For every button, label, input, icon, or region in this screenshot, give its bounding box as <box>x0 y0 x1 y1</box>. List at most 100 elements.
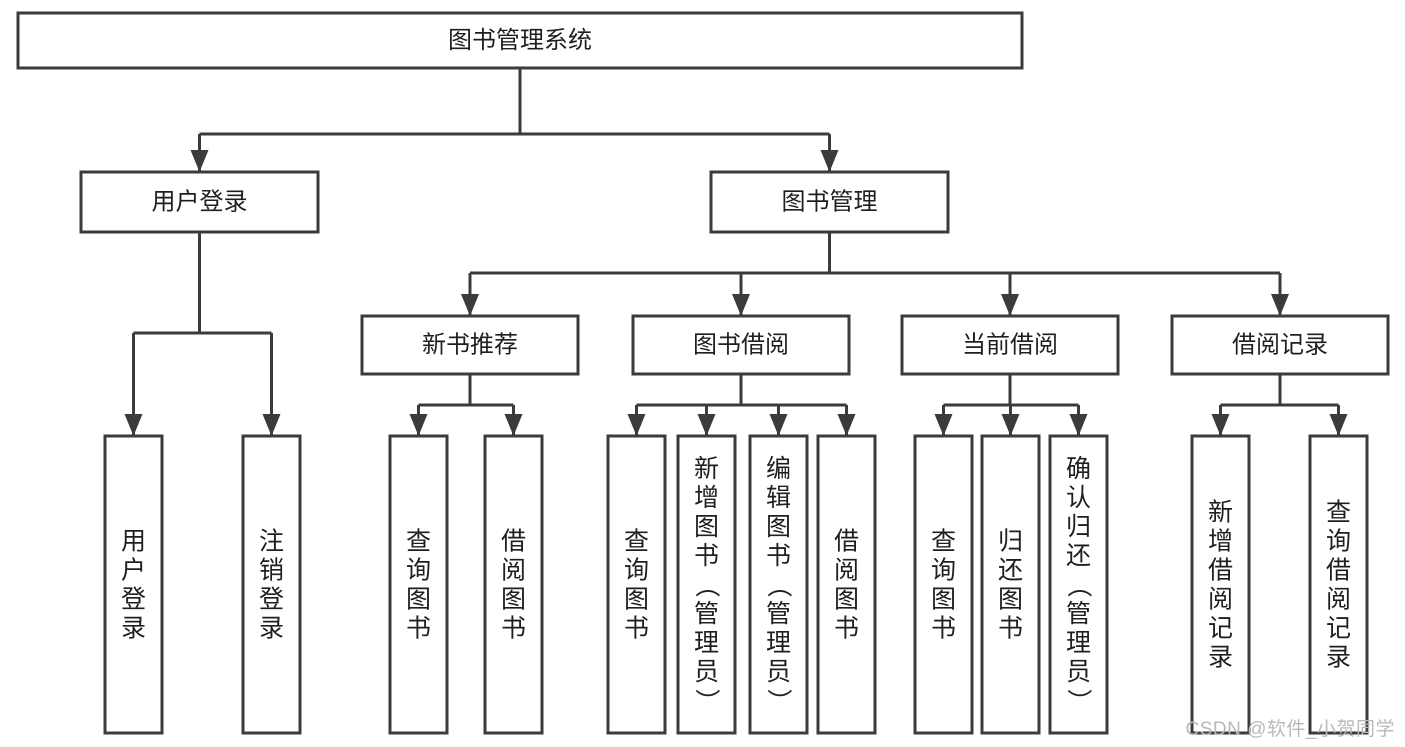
svg-text:借: 借 <box>1326 557 1351 585</box>
box-outline <box>606 434 667 735</box>
arrow-head-icon <box>934 414 953 436</box>
nodes-layer: 图书管理系统用户登录图书管理新书推荐图书借阅当前借阅借阅记录用户登录注销登录查询… <box>16 11 1390 735</box>
svg-text:管: 管 <box>1066 600 1091 628</box>
svg-text:图: 图 <box>624 586 649 614</box>
node-box-l3-2[interactable]: 当前借阅 <box>900 314 1120 376</box>
svg-text:（: （ <box>693 573 721 598</box>
svg-text:图: 图 <box>694 513 719 541</box>
svg-text:）: ） <box>1065 689 1093 714</box>
box-outline <box>748 434 809 735</box>
node-box-leaf-0[interactable]: 用户登录 <box>103 434 164 735</box>
node-label: 图书管理 <box>782 188 878 215</box>
arrow-head-icon <box>1001 294 1019 316</box>
svg-text:理: 理 <box>1066 629 1091 657</box>
node-box-l2-1[interactable]: 图书管理 <box>709 170 950 234</box>
svg-text:查: 查 <box>931 528 956 556</box>
arrow-head-icon <box>504 414 523 436</box>
node-box-l3-0[interactable]: 新书推荐 <box>360 314 580 376</box>
node-label: 图书借阅 <box>693 331 789 358</box>
node-box-l3-1[interactable]: 图书借阅 <box>631 314 851 376</box>
svg-text:阅: 阅 <box>501 557 526 585</box>
svg-text:还: 还 <box>1066 542 1091 570</box>
svg-text:销: 销 <box>259 557 284 585</box>
svg-text:图: 图 <box>766 513 791 541</box>
node-label: 图书管理系统 <box>448 27 592 54</box>
svg-text:辑: 辑 <box>766 484 791 512</box>
arrow-head-icon <box>409 414 428 436</box>
arrow-head-icon <box>1271 294 1289 316</box>
box-outline <box>1190 434 1251 735</box>
svg-text:书: 书 <box>501 615 526 643</box>
svg-text:还: 还 <box>998 557 1023 585</box>
svg-text:理: 理 <box>694 629 719 657</box>
svg-text:书: 书 <box>766 542 791 570</box>
svg-text:归: 归 <box>1066 513 1091 541</box>
svg-text:图: 图 <box>501 586 526 614</box>
svg-text:阅: 阅 <box>1208 586 1233 614</box>
svg-text:管: 管 <box>766 600 791 628</box>
svg-text:录: 录 <box>121 615 146 643</box>
node-box-root-0[interactable]: 图书管理系统 <box>16 11 1024 70</box>
node-box-l3-3[interactable]: 借阅记录 <box>1170 314 1390 376</box>
arrow-head-icon <box>461 294 479 316</box>
svg-text:认: 认 <box>1066 484 1091 512</box>
box-outline <box>16 11 1024 70</box>
svg-text:书: 书 <box>834 615 859 643</box>
svg-text:书: 书 <box>624 615 649 643</box>
box-outline <box>241 434 302 735</box>
csdn-watermark: CSDN @软件_小贺同学 <box>1185 719 1395 740</box>
arrow-head-icon <box>1329 414 1348 436</box>
svg-text:书: 书 <box>406 615 431 643</box>
svg-text:询: 询 <box>1326 528 1351 556</box>
box-outline <box>360 314 580 376</box>
arrow-head-icon <box>732 294 750 316</box>
box-outline <box>631 314 851 376</box>
svg-text:新: 新 <box>694 455 719 483</box>
node-label: 新书推荐 <box>422 331 518 358</box>
svg-text:查: 查 <box>624 528 649 556</box>
node-label: 用户登录 <box>152 188 248 215</box>
svg-text:（: （ <box>1065 573 1093 598</box>
svg-text:询: 询 <box>931 557 956 585</box>
arrow-head-icon <box>1001 414 1020 436</box>
box-outline <box>980 434 1041 735</box>
arrow-head-icon <box>769 414 788 436</box>
node-box-l2-0[interactable]: 用户登录 <box>79 170 320 234</box>
svg-text:）: ） <box>765 689 793 714</box>
arrow-head-icon <box>837 414 856 436</box>
svg-text:书: 书 <box>694 542 719 570</box>
svg-text:记: 记 <box>1326 615 1351 643</box>
svg-text:图: 图 <box>931 586 956 614</box>
svg-text:（: （ <box>765 573 793 598</box>
svg-text:员: 员 <box>766 658 791 686</box>
arrow-head-icon <box>627 414 646 436</box>
arrow-head-icon <box>1069 414 1088 436</box>
box-outline <box>816 434 877 735</box>
node-label: 借阅记录 <box>1232 331 1328 358</box>
svg-text:理: 理 <box>766 629 791 657</box>
connectors-layer <box>124 68 1348 436</box>
svg-text:员: 员 <box>694 658 719 686</box>
svg-text:归: 归 <box>998 528 1023 556</box>
